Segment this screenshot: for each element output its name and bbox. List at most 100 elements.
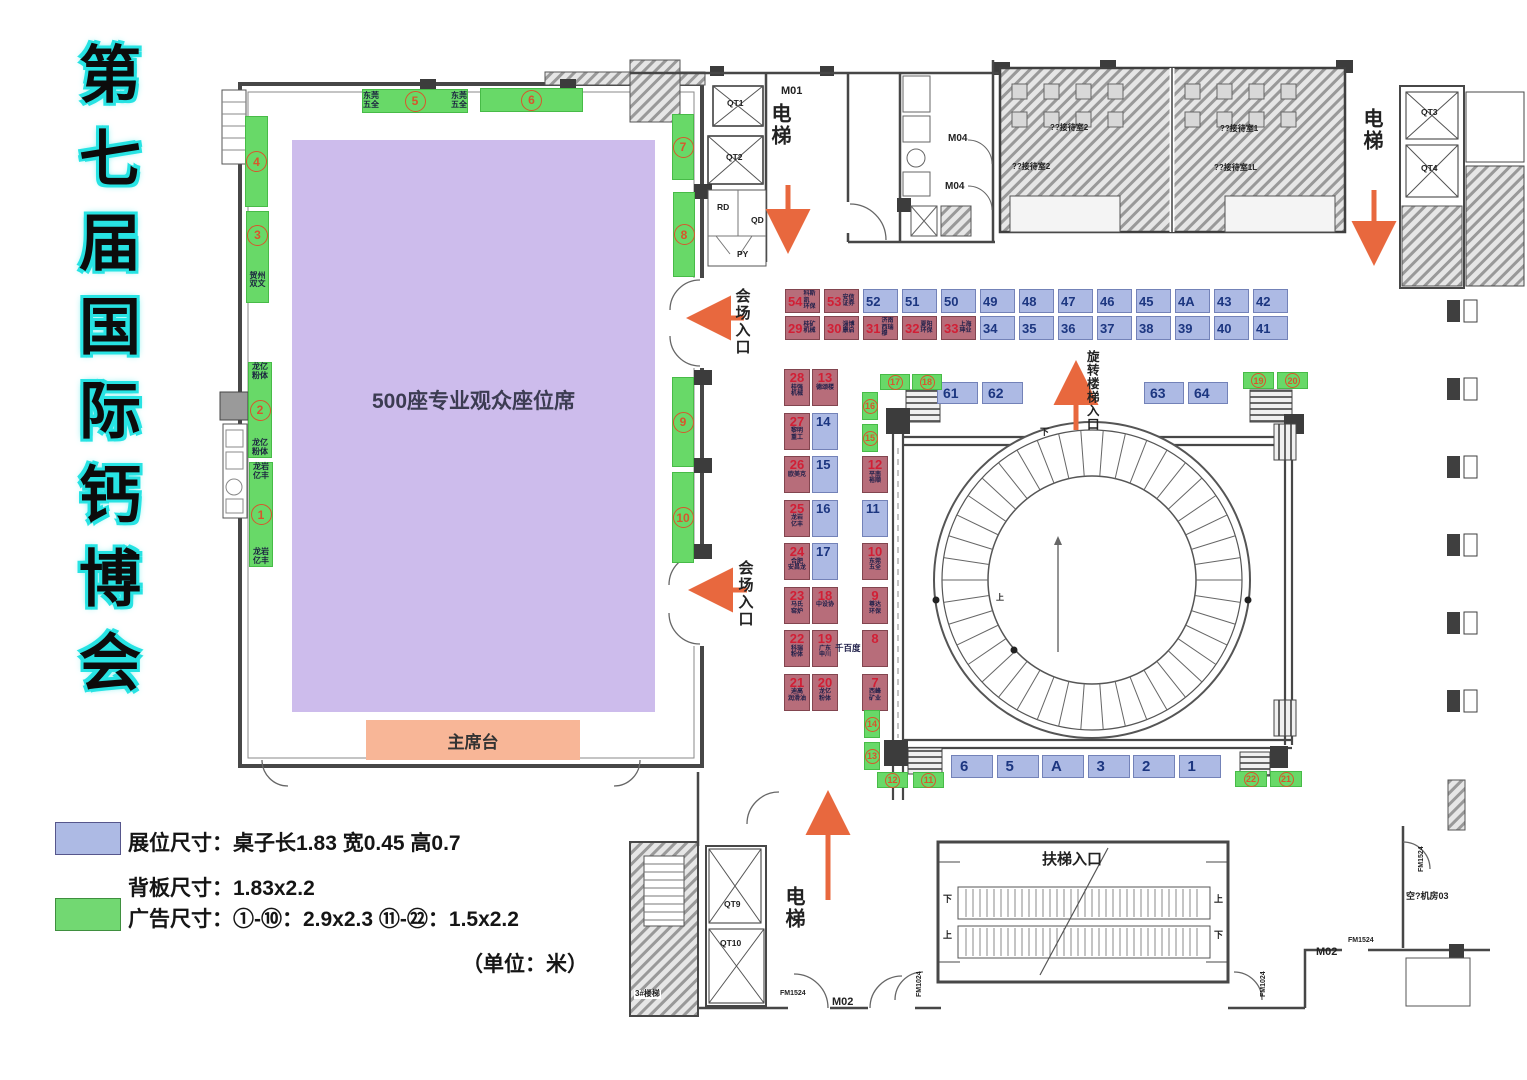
booth-name: 夏阳 环保 [920, 321, 933, 334]
room-label-qd: QD [751, 215, 764, 225]
booth-number: 16 [816, 500, 831, 516]
ad-label-above: 龙岩 亿丰 [253, 462, 269, 480]
elevator-qt9-label: QT9 [724, 899, 741, 909]
spiral-entrance-label: 旋转楼梯入口 [1084, 350, 1099, 431]
booth-2: 2 [1133, 755, 1175, 778]
booth-number: 12 [867, 457, 883, 472]
booth-number: 53 [827, 293, 842, 309]
booth-number: 46 [1100, 293, 1115, 309]
booth-number: 2 [1142, 758, 1151, 775]
booth-number: 64 [1194, 385, 1210, 401]
booth-42: 42 [1253, 289, 1288, 313]
booth-37: 37 [1097, 316, 1132, 340]
booth-45: 45 [1136, 289, 1171, 313]
ad-position-14: 14 [864, 710, 880, 738]
booth-number: 49 [983, 293, 998, 309]
ad-position-17: 17 [880, 374, 910, 390]
ad-label-below: 贺州 双文 [249, 270, 266, 289]
booth-number: 17 [816, 544, 831, 559]
booth-49: 49 [980, 289, 1015, 313]
booth-number: 18 [817, 587, 833, 603]
booth-40: 40 [1214, 316, 1249, 340]
booth-number: 10 [867, 544, 883, 559]
ad-position-21: 21 [1270, 771, 1302, 787]
booth-8: 8 [862, 630, 888, 667]
main-stage: 主席台 [366, 720, 580, 760]
booth-number: 15 [816, 457, 831, 472]
booth-number: 14 [816, 413, 831, 429]
door-label-fm1024-b: FM1024 [1260, 971, 1267, 997]
booth-number: 1 [1187, 758, 1196, 775]
ad-number-circle: 12 [885, 772, 900, 788]
elevator-label-bottom: 电梯 [782, 886, 804, 930]
stair-down-mark: 下 [1040, 427, 1050, 437]
legend-ad-swatch [55, 898, 121, 931]
room-label-py: PY [737, 249, 749, 259]
ad-number-circle: 11 [921, 772, 936, 788]
escalator-up-left: 上 [943, 930, 953, 940]
escalator-entrance-label: 扶梯入口 [1042, 851, 1103, 868]
page-title: 第七届国际钙博会 [69, 42, 138, 714]
booth-name: 龙亿 粉体 [818, 689, 831, 702]
ad-position-15: 15 [862, 424, 878, 452]
booth-number: 19 [817, 631, 833, 646]
booth-52: 52 [863, 289, 898, 313]
booth-name: 淄博 康启 [842, 321, 855, 334]
legend-booth-swatch [55, 822, 121, 855]
reception-1a-label: ??接待室1 [1220, 124, 1259, 133]
booth-number: 43 [1217, 293, 1232, 309]
booth-name: 东莞 五全 [868, 558, 881, 571]
escalator-down-right: 下 [1214, 930, 1224, 940]
ad-number-circle: 18 [919, 374, 935, 390]
booth-number: 36 [1061, 320, 1076, 336]
booth-39: 39 [1175, 316, 1210, 340]
booth-62: 62 [982, 382, 1023, 404]
booth-number: 13 [817, 370, 833, 385]
booth-number: 54 [788, 293, 803, 309]
door-label-fm1024-a: FM1024 [916, 971, 923, 997]
ad-label-above: 龙亿 粉体 [252, 362, 268, 380]
booth-number: A [1051, 758, 1062, 775]
ad-number-circle: 16 [862, 398, 878, 414]
booth-name: 德颂楼 [815, 384, 834, 391]
booth-number: 26 [789, 457, 805, 472]
elevator-label-right: 电梯 [1360, 108, 1382, 152]
room-label-m04-b: M04 [945, 181, 965, 192]
booth-number: 62 [988, 385, 1004, 401]
ad-label-below: 龙岩 亿丰 [253, 547, 269, 566]
machine-room-label: 空?机房03 [1406, 891, 1449, 901]
ad-label-left: 东莞 五全 [363, 91, 379, 109]
escalator-up-right: 上 [1214, 894, 1224, 904]
seating-label: 500座专业观众座位席 [371, 390, 576, 413]
ad-position-16: 16 [862, 392, 878, 420]
ad-number-circle: 14 [864, 716, 880, 732]
booth-name: 合肥 安昌龙 [787, 558, 806, 571]
booth-A: A [1042, 755, 1084, 778]
booth-46: 46 [1097, 289, 1132, 313]
booth-number: 40 [1217, 320, 1232, 336]
booth-name: 科斯凯 环保 [803, 291, 816, 311]
door-label-fm1524-a: FM1524 [780, 990, 806, 997]
seating-area [292, 140, 655, 712]
reception-2b-label: ??接待室2 [1012, 162, 1051, 171]
ad-label-below: 龙亿 粉体 [252, 438, 268, 457]
booth-name: 广东 申川 [818, 645, 831, 658]
elevator-qt4-label: QT4 [1421, 163, 1438, 173]
door-label-fm1524-b: FM1524 [1418, 846, 1425, 872]
ad-position-13: 13 [864, 742, 880, 770]
room-label-m02-b: M02 [1316, 946, 1338, 958]
elevator-qt1-label: QT1 [727, 98, 744, 108]
booth-name: 桂矿 机械 [803, 321, 816, 334]
